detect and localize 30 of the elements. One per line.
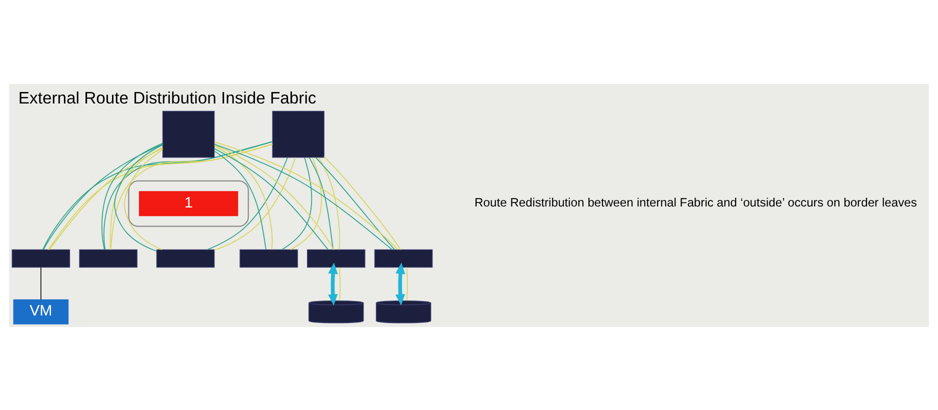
cluster: [128, 180, 249, 226]
label: Route Redistribution between internal Fabric and ‘outside’ occurs on border leaves: [474, 194, 917, 209]
node-box: [162, 110, 215, 158]
connector: [206, 156, 288, 250]
node-box: [12, 248, 70, 268]
diagram-title: External Route Distribution Inside Fabric: [18, 88, 316, 107]
connector: [290, 156, 322, 250]
arrow: [395, 262, 406, 305]
node-box: [374, 248, 433, 268]
node-box: [240, 248, 298, 268]
connector: [324, 156, 401, 250]
connector: [214, 144, 273, 250]
connector: [318, 156, 340, 250]
node-box: [272, 110, 324, 158]
connector: [214, 150, 266, 250]
connector: [281, 156, 312, 250]
node-box: 1: [138, 190, 238, 216]
node-box: [79, 248, 138, 268]
connector: [124, 148, 164, 250]
connector: [406, 266, 408, 301]
node-box: [307, 248, 366, 268]
node-box: VM: [13, 298, 69, 324]
connector: [308, 156, 334, 250]
arrow: [328, 262, 338, 305]
connector: [40, 266, 42, 300]
connector: [338, 266, 341, 301]
connector: [315, 156, 396, 250]
connector: [214, 156, 296, 250]
node-box: [156, 248, 215, 268]
connector: [102, 142, 164, 250]
